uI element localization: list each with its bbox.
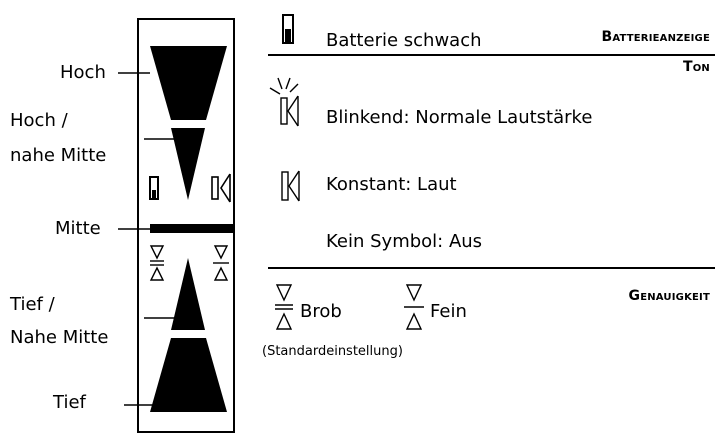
sound-none-text: Kein Symbol: Aus	[326, 231, 483, 252]
low-segment	[150, 338, 227, 412]
accuracy-coarse-text: Brob	[300, 301, 342, 322]
low-near-center-segment	[171, 258, 205, 330]
display-accuracy-fine-icon	[213, 245, 229, 281]
label-hoch-nahe-mitte-2: nahe Mitte	[10, 145, 107, 166]
speaker-constant-icon	[281, 170, 300, 202]
accuracy-fine-text: Fein	[430, 301, 467, 322]
high-near-center-segment	[171, 128, 205, 200]
battery-heading: Batterieanzeige	[601, 29, 710, 45]
sound-constant-text: Konstant: Laut	[326, 174, 457, 195]
high-segment	[150, 46, 227, 120]
center-segment	[150, 224, 234, 233]
accuracy-default-note: (Standardeinstellung)	[262, 344, 403, 359]
display-battery-icon	[149, 176, 159, 200]
battery-low-icon	[282, 14, 294, 44]
label-hoch: Hoch	[60, 62, 106, 83]
display-accuracy-coarse-icon	[149, 245, 165, 281]
sound-blinking-text: Blinkend: Normale Lautstärke	[326, 107, 593, 128]
display-speaker-icon	[211, 173, 231, 203]
label-tief: Tief	[53, 392, 86, 413]
accuracy-heading: Genauigkeit	[628, 288, 710, 304]
speaker-blinking-icon	[269, 77, 299, 127]
accuracy-fine-icon	[404, 284, 424, 330]
sound-divider	[268, 267, 715, 269]
accuracy-coarse-icon	[275, 284, 293, 330]
battery-divider	[268, 54, 715, 56]
battery-low-text: Batterie schwach	[326, 30, 482, 51]
sound-heading: Ton	[682, 59, 710, 75]
label-hoch-nahe-mitte-1: Hoch /	[10, 110, 68, 131]
label-tief-nahe-mitte-1: Tief /	[10, 294, 55, 315]
label-mitte: Mitte	[55, 218, 101, 239]
label-tief-nahe-mitte-2: Nahe Mitte	[10, 327, 109, 348]
